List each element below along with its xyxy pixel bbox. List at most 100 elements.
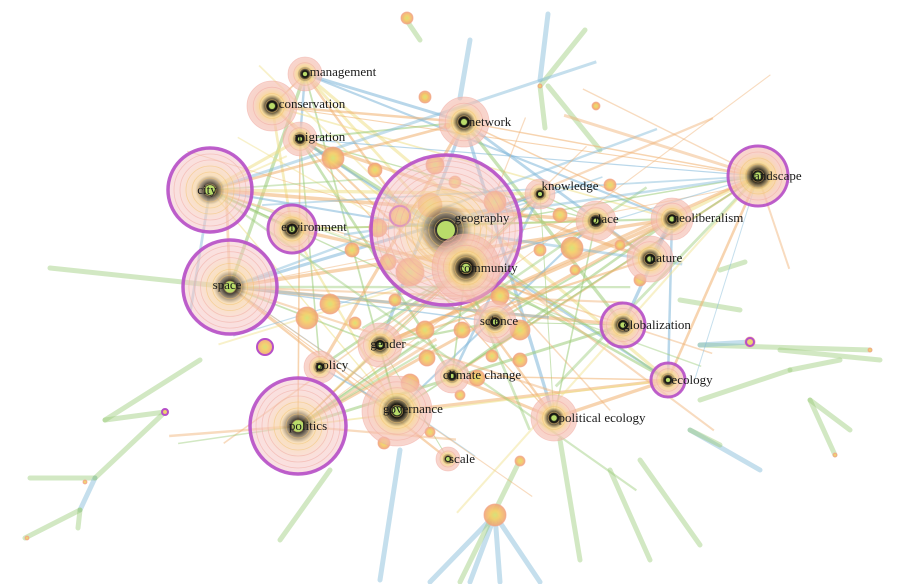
node-ring xyxy=(445,369,459,383)
keyword-label-layer: managementconservationmigrationnetworkci… xyxy=(197,64,802,466)
keyword-label-globalization: globalization xyxy=(623,317,691,332)
node-ring xyxy=(308,355,332,379)
node-ring xyxy=(265,99,279,113)
minor-keyword-node xyxy=(453,321,471,339)
minor-keyword-node xyxy=(344,242,360,258)
minor-burst-ring xyxy=(161,408,169,416)
minor-keyword-node xyxy=(24,535,30,541)
node-ring xyxy=(536,400,572,436)
keyword-node-policy xyxy=(303,350,337,384)
keyword-label-community: community xyxy=(458,260,518,275)
node-ring xyxy=(194,251,266,323)
keyword-label-knowledge: knowledge xyxy=(541,178,598,193)
minor-keyword-node xyxy=(485,349,499,363)
cooccurrence-edge xyxy=(229,286,476,457)
keyword-label-neoliberalism: neoliberalism xyxy=(673,210,744,225)
keyword-node-place xyxy=(575,200,617,242)
cooccurrence-edge xyxy=(451,375,669,381)
peripheral-edge xyxy=(687,427,723,448)
node-core xyxy=(461,119,467,125)
node-core xyxy=(669,216,675,222)
node-ring xyxy=(298,67,312,81)
minor-keyword-node xyxy=(514,455,526,467)
node-ring xyxy=(656,368,680,392)
cooccurrence-edge xyxy=(694,175,759,380)
node-ring xyxy=(282,121,318,157)
keyword-node-political-ecology xyxy=(530,394,578,442)
minor-keyword-node xyxy=(603,178,617,192)
node-ring xyxy=(733,151,783,201)
cooccurrence-edge xyxy=(271,105,759,177)
keyword-label-landscape: landscape xyxy=(750,168,801,183)
peripheral-edge xyxy=(467,512,498,584)
peripheral-edge xyxy=(637,457,703,548)
keyword-node-nature xyxy=(626,235,674,283)
keyword-label-environment: environment xyxy=(281,219,347,234)
node-ring xyxy=(751,169,765,183)
node-core xyxy=(204,184,216,196)
keyword-node-space xyxy=(181,238,279,336)
node-ring xyxy=(661,208,683,230)
node-core xyxy=(754,172,762,180)
cooccurrence-edge xyxy=(209,189,398,412)
node-ring xyxy=(285,413,311,439)
cooccurrence-edge xyxy=(271,104,465,124)
minor-keyword-node xyxy=(560,236,584,260)
peripheral-edge xyxy=(427,512,498,584)
node-ring xyxy=(431,233,501,303)
cooccurrence-edge xyxy=(229,285,624,327)
node-ring xyxy=(582,207,610,235)
minor-keyword-node xyxy=(82,479,88,485)
peripheral-edge xyxy=(92,409,168,481)
node-core xyxy=(297,136,303,142)
node-ring xyxy=(246,80,298,132)
peripheral-edge xyxy=(697,367,793,403)
burst-ring xyxy=(266,203,318,255)
node-core xyxy=(292,420,304,432)
cooccurrence-edge xyxy=(209,60,597,192)
burst-ring xyxy=(248,376,348,476)
node-ring xyxy=(376,160,516,300)
node-ring xyxy=(384,398,410,424)
node-ring xyxy=(478,305,512,339)
burst-ring xyxy=(369,153,523,307)
node-ring xyxy=(435,446,461,472)
node-ring xyxy=(361,375,433,447)
peripheral-edge xyxy=(807,397,838,458)
node-core xyxy=(620,322,626,328)
peripheral-edge xyxy=(537,83,548,131)
peripheral-edge xyxy=(697,342,873,353)
minor-keyword-node xyxy=(415,320,435,340)
minor-keyword-node xyxy=(367,162,383,178)
minor-keyword-node xyxy=(591,101,601,111)
node-ring xyxy=(363,328,397,362)
cooccurrence-edge xyxy=(456,175,759,514)
cooccurrence-edge xyxy=(297,379,669,427)
node-ring xyxy=(451,109,477,135)
cooccurrence-edge xyxy=(299,138,321,368)
node-core xyxy=(302,71,308,77)
node-ring xyxy=(367,381,427,441)
peripheral-edge xyxy=(697,339,753,348)
node-core xyxy=(446,457,450,461)
minor-keyword-node xyxy=(512,352,528,368)
burst-ring xyxy=(649,361,687,399)
node-ring xyxy=(575,200,617,242)
node-ring xyxy=(454,256,478,280)
node-ring xyxy=(197,177,223,203)
minor-keyword-node xyxy=(832,452,838,458)
keyword-node-ecology xyxy=(649,361,687,399)
keyword-node-neoliberalism xyxy=(650,197,694,241)
node-core xyxy=(289,226,295,232)
burst-ring xyxy=(181,238,279,336)
node-ring xyxy=(285,222,299,236)
peripheral-edge xyxy=(457,37,473,101)
keyword-label-policy: policy xyxy=(316,357,349,372)
keyword-label-migration: migration xyxy=(295,129,346,144)
cooccurrence-edge xyxy=(582,88,759,177)
peripheral-edge xyxy=(537,11,551,83)
node-core xyxy=(461,263,471,273)
minor-keyword-node xyxy=(321,146,345,170)
keyword-node-network xyxy=(438,96,490,148)
peripheral-edge xyxy=(277,467,333,543)
